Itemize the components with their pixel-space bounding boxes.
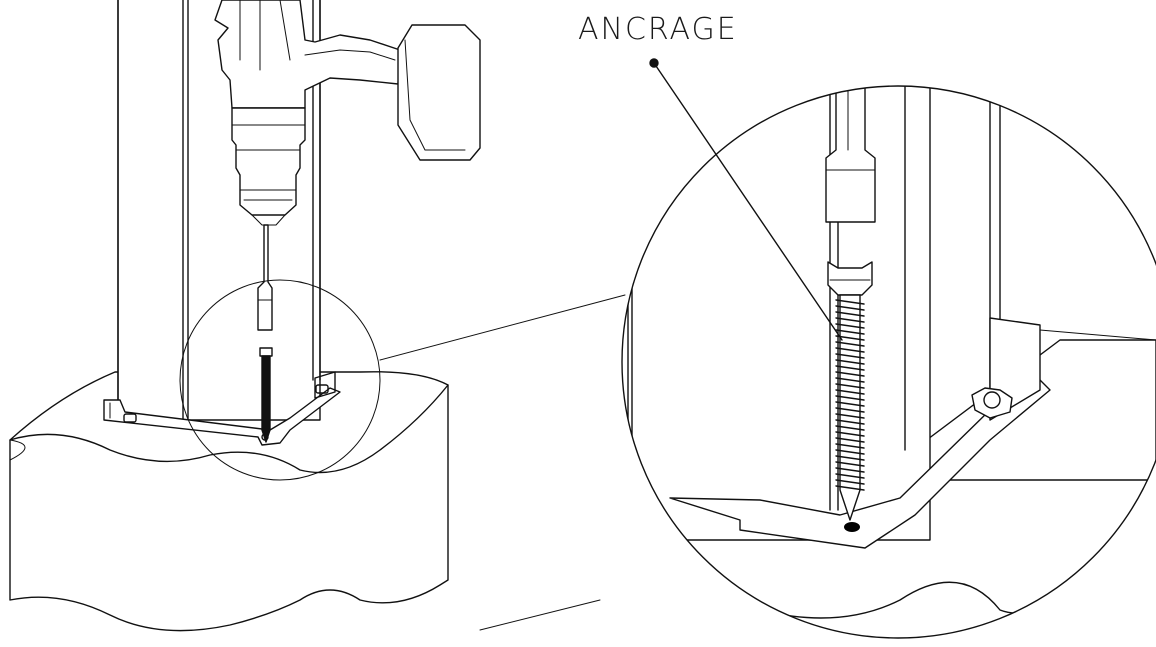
- screw-thread: [835, 299, 865, 305]
- screw-thread: [835, 305, 865, 311]
- screw-thread: [835, 347, 865, 353]
- screw-thread: [835, 359, 865, 365]
- lag-screw-small: [259, 347, 273, 443]
- screw-thread: [835, 467, 865, 473]
- screw-gun: [214, 0, 481, 331]
- concrete-block: [9, 371, 449, 632]
- screw-thread: [835, 377, 865, 383]
- screw-thread: [835, 389, 865, 395]
- screw-thread: [835, 431, 865, 437]
- screw-thread: [835, 473, 865, 479]
- screw-thread: [835, 419, 865, 425]
- screw-thread: [835, 425, 865, 431]
- screw-thread: [835, 461, 865, 467]
- screw-thread: [835, 383, 865, 389]
- screw-thread: [835, 479, 865, 485]
- screw-thread: [835, 455, 865, 461]
- callout-leader: [653, 62, 843, 341]
- detail-zoom: [622, 86, 1156, 621]
- screw-thread: [835, 443, 865, 449]
- detail-circle: [179, 279, 381, 481]
- screw-thread: [835, 437, 865, 443]
- screw-thread: [835, 311, 865, 317]
- detail-connector-lower: [479, 599, 601, 631]
- screw-thread: [835, 485, 865, 491]
- screw-thread: [835, 407, 865, 413]
- detail-zoom-circle: [621, 85, 1156, 639]
- screw-thread: [835, 353, 865, 359]
- screw-thread: [835, 371, 865, 377]
- screw-thread: [835, 401, 865, 407]
- base-plate: [103, 371, 341, 446]
- screw-thread: [835, 413, 865, 419]
- callout-label-ancrage: ANCRAGE: [578, 12, 738, 47]
- screw-thread: [835, 449, 865, 455]
- screw-thread: [835, 335, 865, 341]
- detail-connector-upper: [379, 294, 626, 361]
- screw-thread: [835, 317, 865, 323]
- screw-thread: [835, 341, 865, 347]
- screw-thread: [835, 329, 865, 335]
- screw-thread: [835, 323, 865, 329]
- screw-thread: [835, 365, 865, 371]
- screw-thread: [835, 395, 865, 401]
